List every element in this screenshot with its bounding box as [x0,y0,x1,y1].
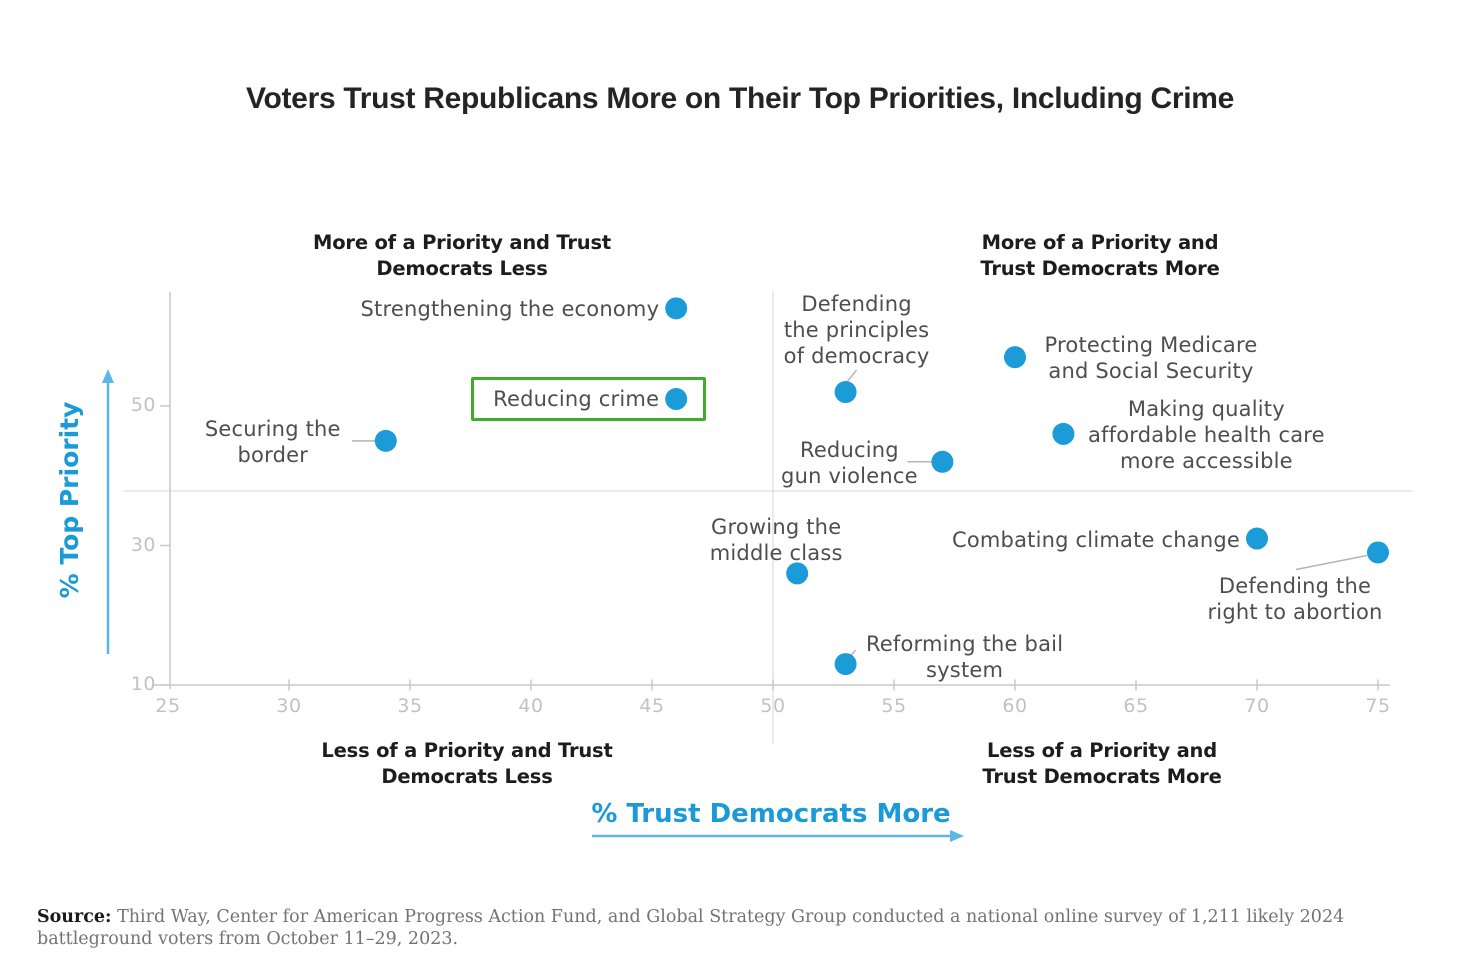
data-point[interactable] [834,381,857,404]
y-tick-label: 30 [130,533,156,556]
x-axis-title: % Trust Democrats More [591,799,951,829]
data-point[interactable] [665,388,688,411]
source-label: Source: [37,906,112,927]
x-tick-label: 70 [1244,695,1270,717]
data-point[interactable] [1052,422,1075,445]
source-text: Third Way, Center for American Progress … [37,906,1345,950]
x-tick-label: 35 [397,695,423,717]
x-tick-label: 30 [276,695,302,717]
data-point[interactable] [834,653,857,676]
x-tick-label: 50 [760,695,786,717]
data-point[interactable] [1246,527,1268,550]
source-note: Source: Third Way, Center for American P… [37,906,1447,951]
data-point[interactable] [786,562,809,585]
x-tick-label: 45 [639,695,665,717]
y-tick-label: 50 [130,394,156,416]
point-label: Combating climate change [951,527,1240,552]
y-axis-arrowhead [102,369,114,383]
quadrant-label-bottom-right: Less of a Priority and Trust Democrats M… [982,739,1222,788]
x-axis-arrowhead [950,830,964,842]
data-point[interactable] [931,450,954,473]
point-label: Reducing crime [493,387,660,412]
x-tick-label: 25 [155,695,181,717]
y-tick-label: 10 [130,673,156,695]
data-point[interactable] [665,297,688,320]
x-tick-label: 40 [518,695,544,717]
y-axis-title: % Top Priority [55,401,84,599]
quadrant-label-top-right: More of a Priority and Trust Democrats M… [980,231,1220,280]
x-tick-label: 55 [881,695,907,717]
data-point[interactable] [1367,541,1389,564]
quadrant-label-bottom-left: Less of a Priority and Trust Democrats L… [321,739,613,788]
quadrant-label-top-left: More of a Priority and Trust Democrats L… [313,231,611,280]
data-point[interactable] [1004,346,1026,369]
leader-line [847,369,858,382]
chart-title: Voters Trust Republicans More on Their T… [245,82,1235,115]
x-tick-label: 75 [1365,695,1391,717]
highlight-box [471,377,707,422]
point-label: Strengthening the economy [360,297,660,322]
x-tick-label: 60 [1002,695,1028,717]
x-tick-label: 65 [1123,695,1149,717]
leader-line [1295,554,1368,571]
data-point[interactable] [374,429,397,452]
